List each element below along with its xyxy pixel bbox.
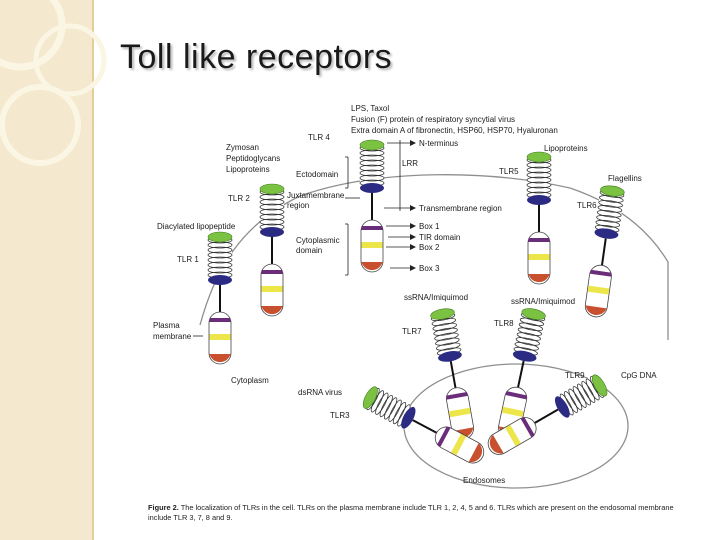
tlr4-ligand-line-3: Extra domain A of fibronectin, HSP60, HS… <box>351 126 558 135</box>
tlr6-label: TLR6 <box>577 201 597 210</box>
plasma-membrane-label-line-1: Plasma <box>153 321 180 330</box>
tir-domain-label: TIR domain <box>419 233 460 242</box>
tlr1-ligand: Diacylated lipopeptide <box>157 222 236 231</box>
tlr4-annotation-arrowheads <box>410 140 416 271</box>
tlr8-ligand: ssRNA/Imiquimod <box>511 297 575 306</box>
cytoplasmic-label-line-2: domain <box>296 246 322 255</box>
tlr1-label: TLR 1 <box>177 255 199 264</box>
tlr2-ligand-line-3: Lipoproteins <box>226 165 270 174</box>
box2-label: Box 2 <box>419 243 440 252</box>
tlr1-receptor <box>208 232 232 364</box>
tlr9-ligand: CpG DNA <box>621 371 657 380</box>
tlr2-ligand-line-2: Peptidoglycans <box>226 154 280 163</box>
juxtamembrane-label-line-2: region <box>287 201 309 210</box>
tlr4-ligand-line-2: Fusion (F) protein of respiratory syncyt… <box>351 115 515 124</box>
tlr4-label: TLR 4 <box>308 133 330 142</box>
lrr-label: LRR <box>402 159 418 168</box>
tlr3-label: TLR3 <box>330 411 350 420</box>
tlr5-ligand: Lipoproteins <box>544 144 588 153</box>
tlr4-receptor <box>360 140 384 272</box>
box1-label: Box 1 <box>419 222 440 231</box>
plasma-membrane-label-line-2: membrane <box>153 332 192 341</box>
tlr7-ligand: ssRNA/Imiquimod <box>404 293 468 302</box>
tlr6-ligand: Flagellins <box>608 174 642 183</box>
decorative-side-band <box>0 0 107 540</box>
tlr7-label: TLR7 <box>402 327 422 336</box>
plasma-membrane <box>199 174 669 340</box>
tlr2-label: TLR 2 <box>228 194 250 203</box>
ectodomain-label: Ectodomain <box>296 170 338 179</box>
tlr5-label: TLR5 <box>499 167 519 176</box>
box3-label: Box 3 <box>419 264 440 273</box>
tlr-localization-diagram: LPS, Taxol Fusion (F) protein of respira… <box>153 104 669 489</box>
tlr7-receptor <box>430 307 477 441</box>
n-terminus-label: N-terminus <box>419 139 458 148</box>
figure-caption: Figure 2. The localization of TLRs in th… <box>148 503 678 523</box>
tlr4-annotation-lines <box>345 140 410 276</box>
tlr3-ligand: dsRNA virus <box>298 388 342 397</box>
cytoplasmic-label-line-1: Cytoplasmic <box>296 236 340 245</box>
slide-title: Toll like receptors <box>120 38 393 76</box>
tlr5-receptor <box>527 152 551 284</box>
cytoplasm-label: Cytoplasm <box>231 376 269 385</box>
juxtamembrane-label-line-1: Juxtamembrane <box>287 191 345 200</box>
tlr9-label: TLR9 <box>565 371 585 380</box>
figure-caption-text: The localization of TLRs in the cell. TL… <box>148 503 674 522</box>
transmembrane-label: Transmembrane region <box>419 204 502 213</box>
tlr8-label: TLR8 <box>494 319 514 328</box>
tlr2-receptor <box>260 184 284 316</box>
endosomes-label: Endosomes <box>463 476 505 485</box>
tlr2-ligand-line-1: Zymosan <box>226 143 259 152</box>
tlr4-ligand-line-1: LPS, Taxol <box>351 104 389 113</box>
figure-caption-label: Figure 2. <box>148 503 179 512</box>
